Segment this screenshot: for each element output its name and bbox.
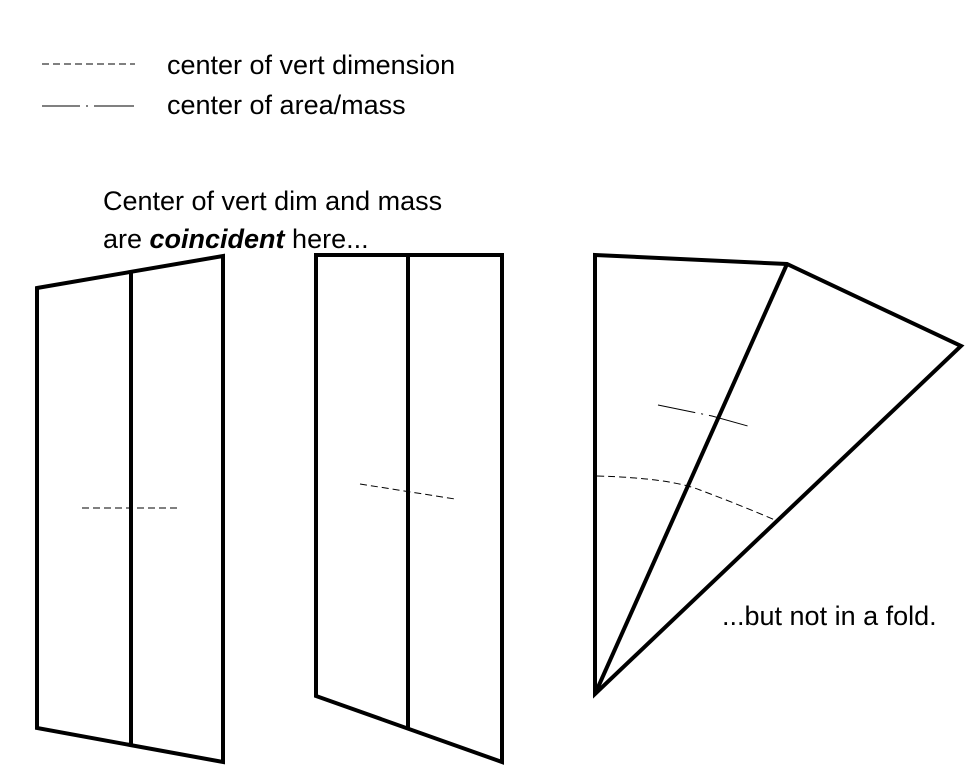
legend-label-vert-dimension: center of vert dimension — [167, 50, 456, 80]
panel-2-vert-center-line — [359, 483, 456, 500]
caption-line-1: Center of vert dim and mass — [103, 186, 443, 216]
panel-3-fold — [593, 252, 965, 699]
panel-2-trapezoid — [314, 253, 504, 765]
caption-line-2: are coincident here... — [103, 226, 369, 253]
legend-label-area-mass: center of area/mass — [167, 90, 406, 120]
caption-line-2-prefix: are — [103, 224, 150, 254]
panel-1-outline — [35, 253, 225, 765]
caption-emphasis-word: coincident — [149, 224, 285, 254]
fold-caption: ...but not in a fold. — [722, 601, 937, 631]
panel-1-trapezoid — [35, 253, 225, 765]
panel-3-diagonal-crease — [593, 263, 789, 695]
caption-line-2-suffix: here... — [284, 224, 369, 254]
panel-3-vert-center-line — [596, 475, 776, 521]
panel-3-outline — [593, 252, 965, 699]
panel-3-mass-center-line — [657, 404, 781, 436]
panel-2-outline — [314, 253, 504, 765]
